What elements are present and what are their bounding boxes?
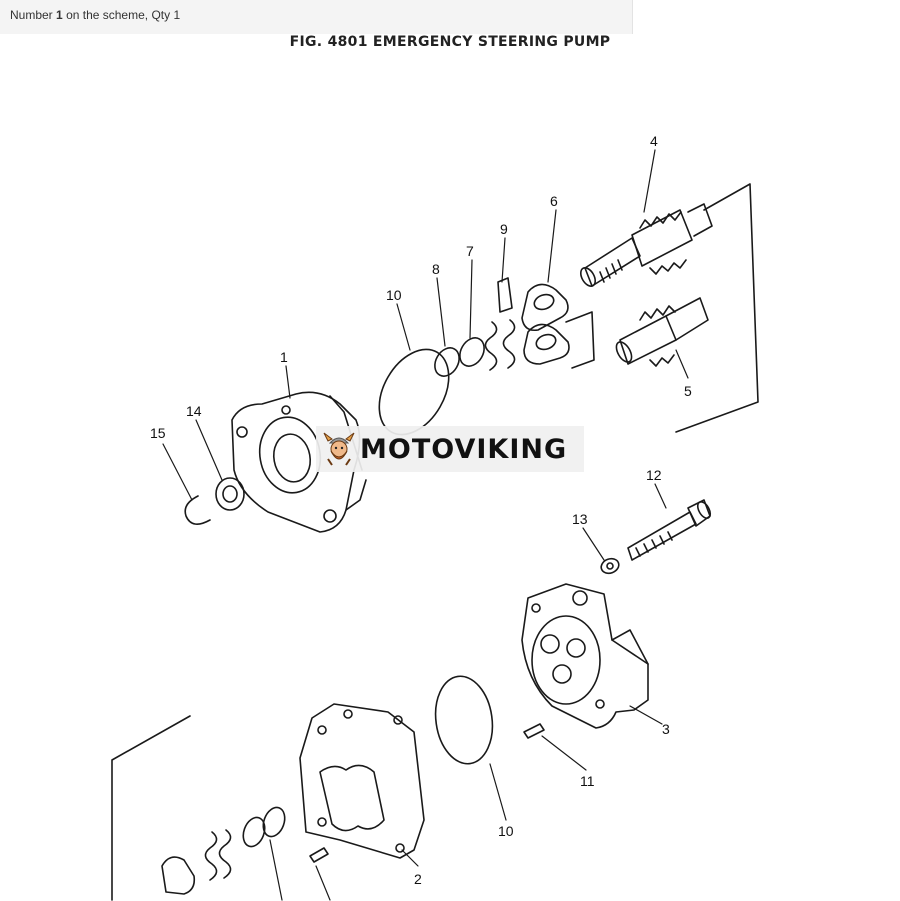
- ring-lower-a: [262, 806, 286, 838]
- front-housing: [231, 391, 367, 533]
- part-label-10-upper: 10: [386, 287, 402, 303]
- part-label-5: 5: [684, 383, 692, 399]
- caption-bar: Number 1 on the scheme, Qty 1: [0, 0, 633, 34]
- part-label-3: 3: [662, 721, 670, 737]
- o-ring-lower: [434, 675, 494, 765]
- ring-7: [459, 337, 485, 367]
- dowel-pin: [523, 723, 545, 739]
- caption-suffix: on the scheme, Qty 1: [66, 8, 181, 22]
- gear-bracket-left: [565, 311, 595, 369]
- part-label-15: 15: [150, 425, 166, 441]
- part-label-12: 12: [646, 467, 662, 483]
- caption-number: 1: [56, 8, 63, 22]
- part-label-9: 9: [500, 221, 508, 237]
- driven-gear: [615, 297, 709, 367]
- leader-lines: [162, 149, 689, 901]
- washer: [600, 557, 620, 575]
- figure-title: FIG. 4801 EMERGENCY STEERING PUMP: [289, 34, 611, 50]
- gear-bracket-line: [675, 183, 759, 433]
- part-label-8: 8: [432, 261, 440, 277]
- part-label-13: 13: [572, 511, 588, 527]
- rear-cover: [521, 583, 649, 729]
- drive-gear-shaft: [579, 203, 713, 287]
- watermark-banner: MOTOVIKING: [316, 426, 584, 472]
- part-label-10-lower: 10: [498, 823, 514, 839]
- bearing: [215, 477, 245, 511]
- part-label-11: 11: [580, 773, 595, 789]
- part-label-14: 14: [186, 403, 202, 419]
- bushing-lower: [161, 856, 196, 895]
- part-label-7: 7: [466, 243, 474, 259]
- seal-lower: [204, 829, 232, 881]
- part-label-1: 1: [280, 349, 288, 365]
- bushing-plate: [521, 283, 570, 365]
- lower-bracket-line: [111, 715, 191, 901]
- ring-8: [434, 347, 460, 377]
- snap-ring: [184, 495, 211, 525]
- dowel-pin-lower: [309, 847, 329, 863]
- part-label-4: 4: [650, 133, 658, 149]
- part-label-2: 2: [414, 871, 422, 887]
- seal: [484, 277, 516, 371]
- watermark-text: MOTOVIKING: [360, 433, 568, 465]
- caption-prefix: Number: [10, 8, 53, 22]
- part-caption: Number 1 on the scheme, Qty 1: [10, 8, 180, 22]
- gear-case: [299, 703, 425, 859]
- viking-mascot-icon: [323, 432, 355, 466]
- bolt: [627, 499, 712, 561]
- part-label-6: 6: [550, 193, 558, 209]
- ring-lower-b: [242, 816, 266, 848]
